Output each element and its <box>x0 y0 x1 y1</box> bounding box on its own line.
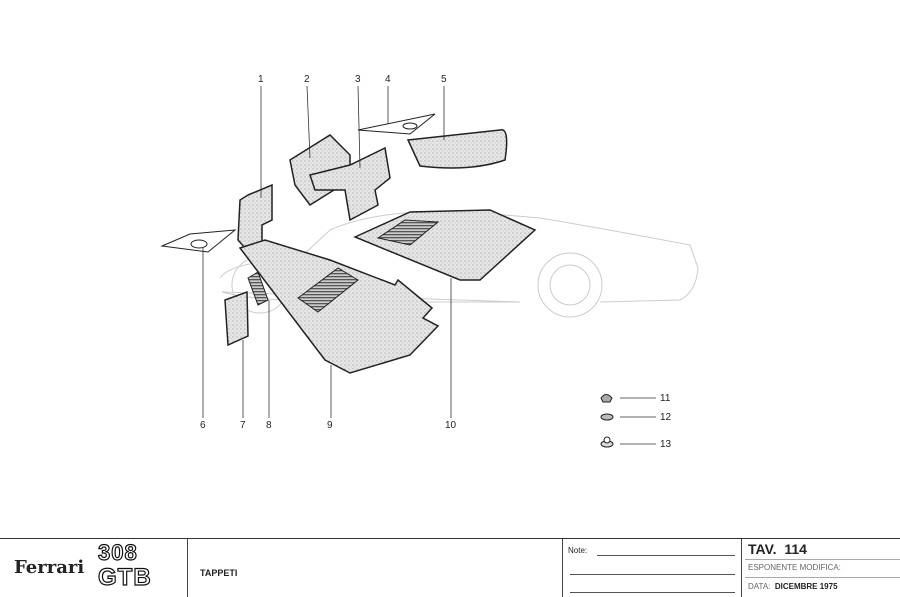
part-1-panel[interactable] <box>237 183 273 249</box>
note-line[interactable] <box>597 555 735 556</box>
part-11-clip-icon[interactable] <box>600 394 613 403</box>
table-label: TAV. <box>748 541 777 557</box>
callout-7: 7 <box>240 420 246 431</box>
part-10-floor-mat[interactable] <box>353 209 537 281</box>
leader-lines <box>202 85 656 445</box>
part-13-button-icon[interactable] <box>600 436 614 448</box>
divider <box>741 539 742 597</box>
title-block: Ferrari 308 GTB TAPPETI Note: TAV. 114 E… <box>0 538 900 597</box>
part-10-grille <box>376 219 440 246</box>
model-logo-308: 308 <box>97 540 138 565</box>
divider <box>562 539 563 597</box>
part-8-grille[interactable] <box>247 271 269 306</box>
callout-3: 3 <box>355 74 361 85</box>
callout-8: 8 <box>266 420 272 431</box>
callout-5: 5 <box>441 74 447 85</box>
note-line[interactable] <box>570 574 735 575</box>
callout-2: 2 <box>304 74 310 85</box>
part-4-plate[interactable] <box>357 113 436 135</box>
model-logo-gtb: GTB <box>97 564 152 591</box>
callout-9: 9 <box>327 420 333 431</box>
callout-10: 10 <box>445 420 457 431</box>
table-number-value: 114 <box>784 541 807 557</box>
callout-13: 13 <box>660 439 672 450</box>
divider <box>187 539 188 597</box>
callout-1: 1 <box>258 74 264 85</box>
part-12-washer-icon[interactable] <box>600 413 614 421</box>
callout-12: 12 <box>660 412 672 423</box>
part-7-panel[interactable] <box>224 290 249 347</box>
part-3-panel[interactable] <box>309 146 391 222</box>
note-line[interactable] <box>570 592 735 593</box>
revision-label: ESPONENTE MODIFICA: <box>748 563 841 572</box>
part-9-floor-mat[interactable] <box>238 239 440 374</box>
date-value: DICEMBRE 1975 <box>774 582 838 591</box>
part-9-grille <box>297 267 359 313</box>
callout-4: 4 <box>385 74 391 85</box>
exploded-parts-drawing: 1 2 3 4 5 6 7 8 9 10 11 12 13 <box>160 74 699 450</box>
ferrari-logo: Ferrari <box>14 557 85 578</box>
callout-6: 6 <box>200 420 206 431</box>
sheet-title: TAPPETI <box>200 568 238 578</box>
callout-11: 11 <box>660 393 671 404</box>
table-number: TAV. 114 <box>748 541 807 557</box>
part-5-panel[interactable] <box>406 129 508 169</box>
divider <box>745 559 900 560</box>
note-label: Note: <box>568 546 588 555</box>
date-label: DATA: <box>748 582 771 591</box>
divider <box>745 577 900 578</box>
date-row: DATA: DICEMBRE 1975 <box>748 582 838 591</box>
